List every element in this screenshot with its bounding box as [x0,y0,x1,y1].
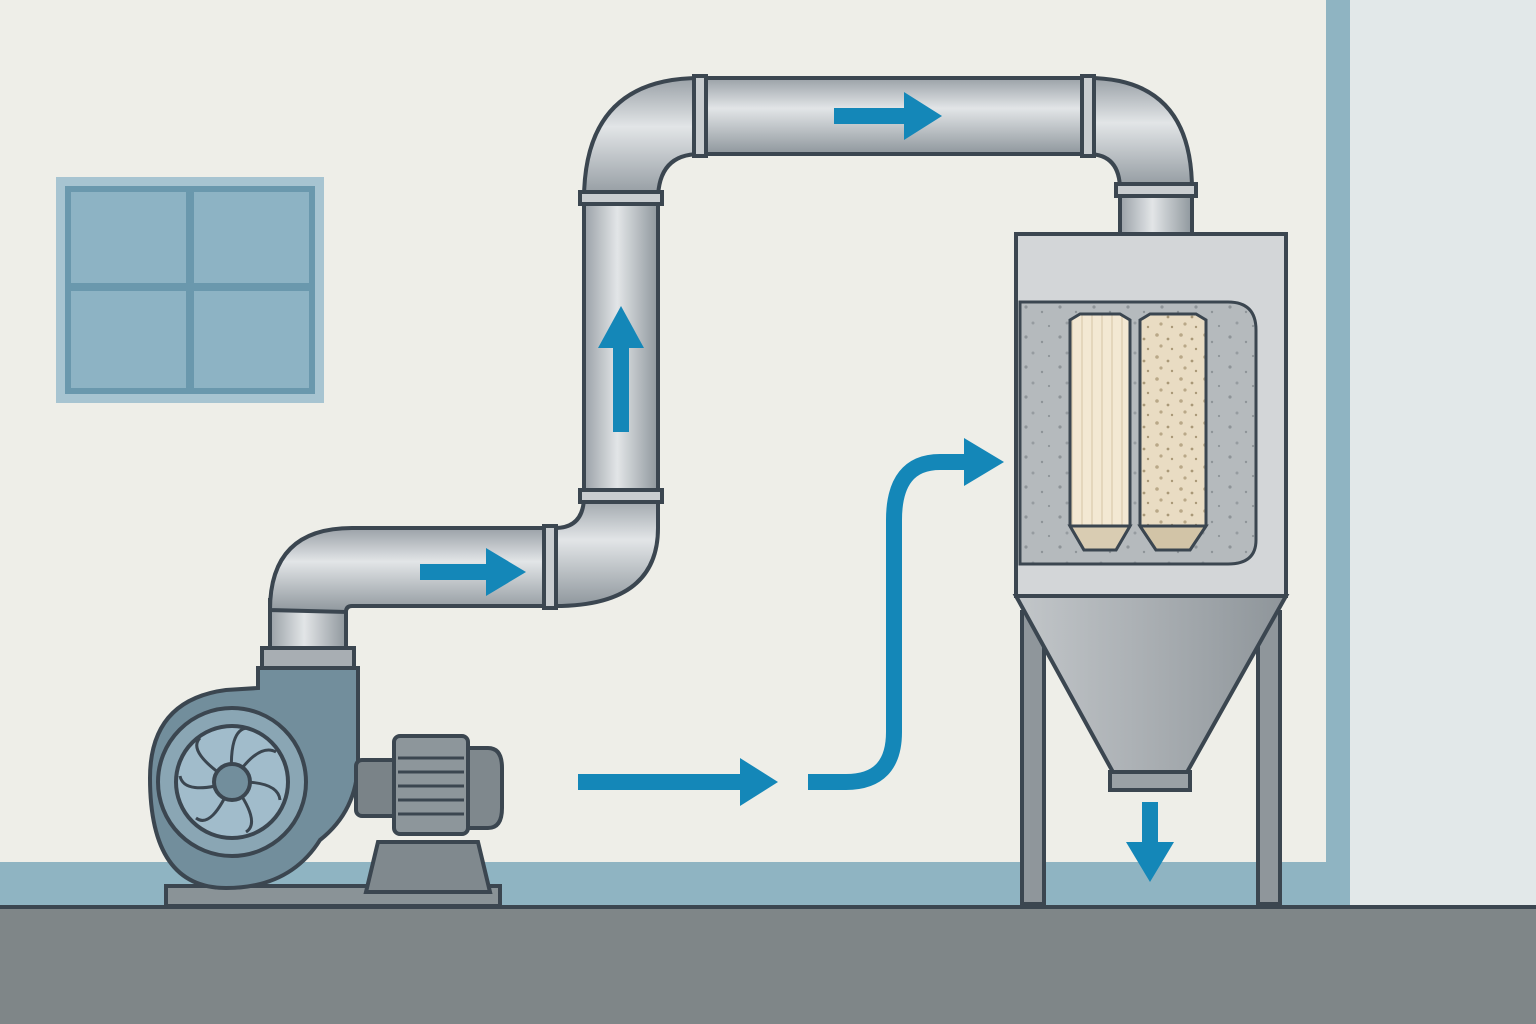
arrow-discharge-down [1126,802,1174,882]
electric-motor-icon [354,734,504,894]
arrow-duct-right [420,548,526,596]
window-icon [56,177,324,403]
filter-dust-laden [1137,312,1209,552]
arrow-floor-right [578,758,778,806]
arrow-duct-up [598,306,644,432]
arrow-into-collector [808,438,1004,790]
arrow-duct-top-right [834,92,942,140]
centrifugal-fan-icon [147,666,502,908]
baghouse-dust-collector-icon [1012,232,1290,906]
flow-arrows [420,92,1174,882]
floor [0,905,1536,1024]
filter-clean [1067,312,1133,552]
